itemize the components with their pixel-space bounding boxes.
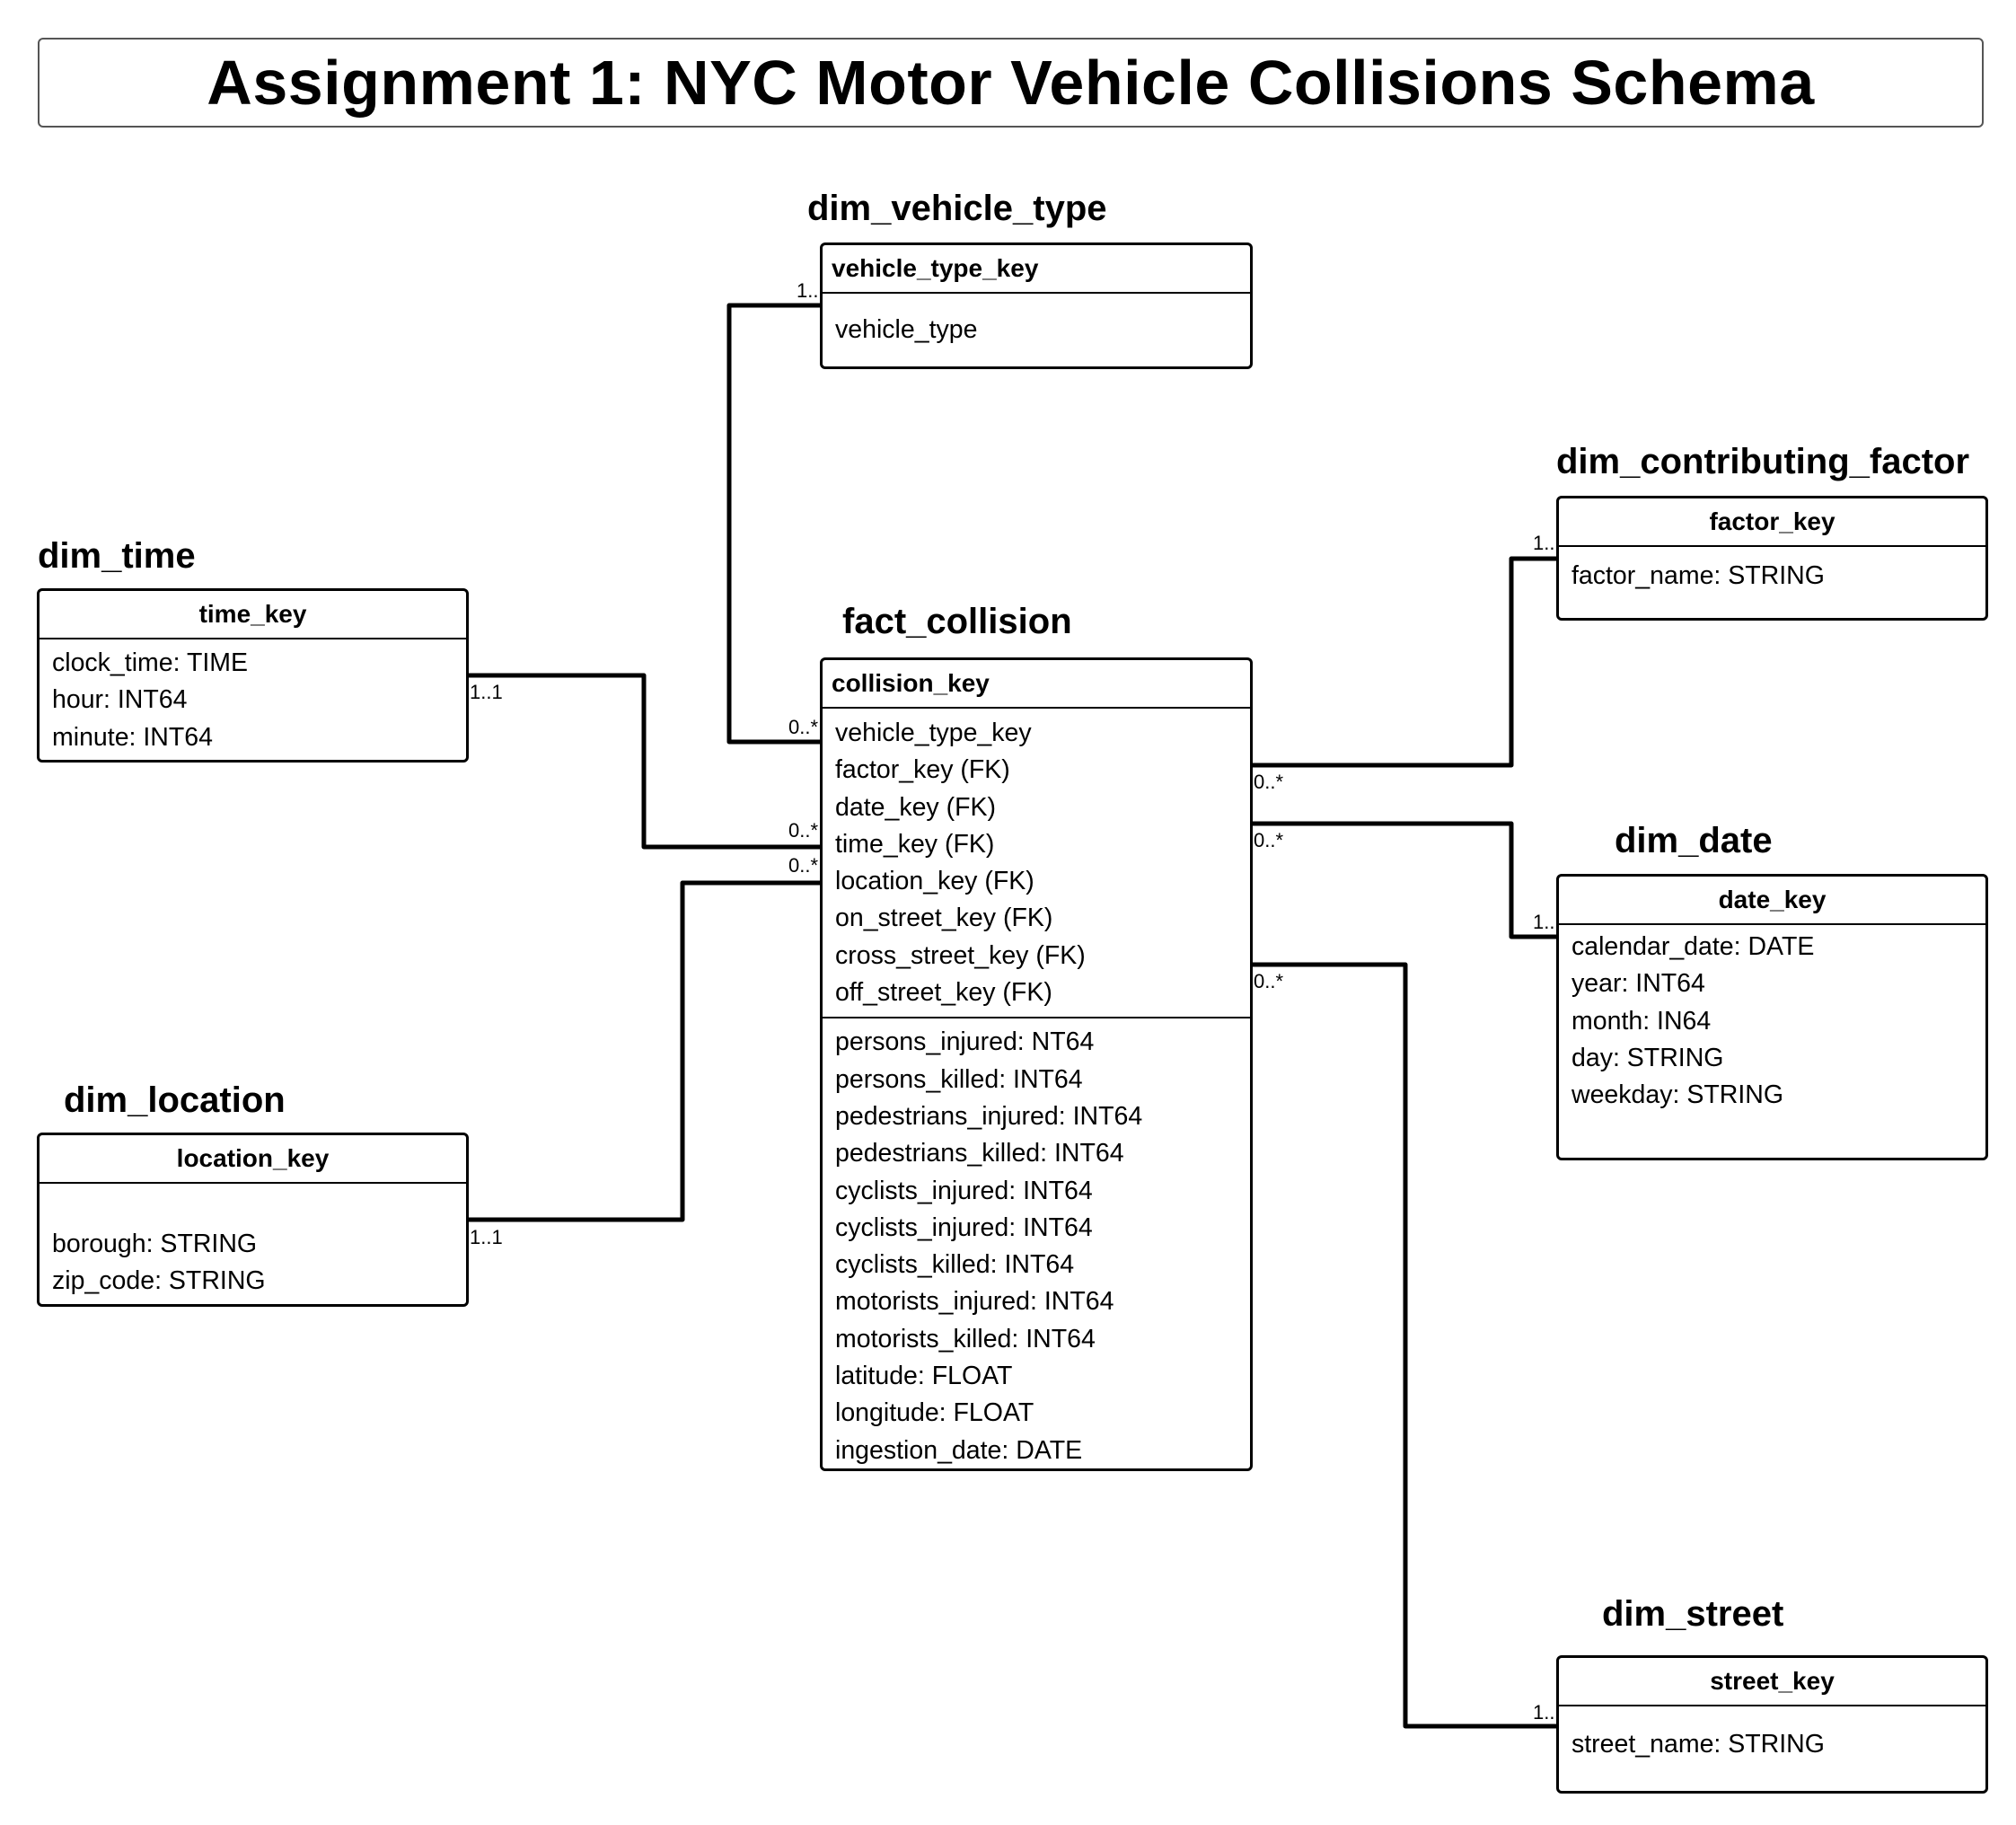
cardinality-location-one: 1..1 (470, 1226, 503, 1248)
connector-vehicle-type (726, 303, 822, 745)
entity-dim-contributing-factor[interactable]: factor_key factor_name: STRING (1556, 496, 1988, 621)
measure-row: cyclists_killed: INT64 (835, 1250, 1075, 1280)
entity-fact-collision[interactable]: collision_key vehicle_type_key factor_ke… (820, 657, 1253, 1471)
attribute-row: day: STRING (1571, 1043, 1724, 1072)
cardinality-time-many: 0..* (788, 819, 818, 842)
cardinality-date-many: 0..* (1254, 829, 1283, 851)
entity-dim-street[interactable]: street_key street_name: STRING (1556, 1655, 1988, 1794)
measure-row: motorists_injured: INT64 (835, 1287, 1114, 1317)
cardinality-factor-many: 0..* (1254, 771, 1283, 793)
primary-key: street_key (1559, 1658, 1985, 1706)
primary-key: vehicle_type_key (823, 245, 1250, 294)
attribute-row: street_name: STRING (1571, 1730, 1825, 1759)
entity-dim-vehicle-type[interactable]: vehicle_type_key vehicle_type (820, 242, 1253, 369)
primary-key: date_key (1559, 877, 1985, 925)
measure-row: longitude: FLOAT (835, 1398, 1034, 1428)
attribute-list: vehicle_type (823, 294, 1250, 348)
measure-row: cyclists_injured: INT64 (835, 1212, 1093, 1242)
attribute-row: year: INT64 (1571, 969, 1705, 999)
connector-time (467, 673, 822, 850)
entity-label-dim-contributing-factor: dim_contributing_factor (1556, 442, 1970, 481)
entity-label-dim-time: dim_time (38, 536, 196, 576)
foreign-key-row: vehicle_type_key (835, 719, 1032, 747)
entity-label-dim-location: dim_location (64, 1080, 286, 1120)
attribute-row: clock_time: TIME (52, 648, 249, 677)
attribute-list: calendar_date: DATE year: INT64 month: I… (1559, 925, 1985, 1114)
measure-row: pedestrians_injured: INT64 (835, 1101, 1143, 1131)
measure-list: persons_injured: NT64 persons_killed: IN… (823, 1017, 1250, 1469)
entity-dim-location[interactable]: location_key borough: STRING zip_code: S… (37, 1133, 469, 1307)
attribute-row: zip_code: STRING (52, 1266, 266, 1296)
cardinality-street-many: 0..* (1254, 970, 1283, 992)
entity-label-dim-date: dim_date (1615, 821, 1773, 860)
foreign-key-row: location_key (FK) (835, 867, 1034, 896)
diagram-title: Assignment 1: NYC Motor Vehicle Collisio… (207, 48, 1815, 118)
entity-label-fact-collision: fact_collision (842, 602, 1072, 641)
primary-key: location_key (40, 1135, 466, 1184)
attribute-list: street_name: STRING (1559, 1706, 1985, 1763)
cardinality-location-many: 0..* (788, 854, 818, 877)
measure-row: persons_injured: NT64 (835, 1027, 1095, 1057)
foreign-key-row: factor_key (FK) (835, 755, 1010, 785)
attribute-row: weekday: STRING (1571, 1080, 1783, 1110)
foreign-key-list: vehicle_type_key factor_key (FK) date_ke… (823, 709, 1250, 1011)
attribute-list: borough: STRING zip_code: STRING (40, 1184, 466, 1300)
measure-row: ingestion_date: DATE (835, 1435, 1083, 1465)
attribute-list: clock_time: TIME hour: INT64 minute: INT… (40, 639, 466, 756)
primary-key: time_key (40, 591, 466, 639)
diagram-title-box: Assignment 1: NYC Motor Vehicle Collisio… (38, 38, 1984, 128)
measure-row: pedestrians_killed: INT64 (835, 1139, 1124, 1168)
entity-dim-time[interactable]: time_key clock_time: TIME hour: INT64 mi… (37, 588, 469, 763)
foreign-key-row: cross_street_key (FK) (835, 940, 1086, 970)
foreign-key-row: off_street_key (FK) (835, 978, 1052, 1008)
entity-dim-date[interactable]: date_key calendar_date: DATE year: INT64… (1556, 874, 1988, 1160)
attribute-row: month: IN64 (1571, 1006, 1712, 1036)
foreign-key-row: date_key (FK) (835, 792, 996, 822)
connector-date (1251, 821, 1559, 939)
connector-street (1251, 962, 1559, 1729)
measure-row: latitude: FLOAT (835, 1362, 1013, 1391)
entity-label-dim-street: dim_street (1602, 1594, 1784, 1634)
measure-row: persons_killed: INT64 (835, 1064, 1083, 1094)
attribute-row: vehicle_type (835, 315, 978, 344)
connector-location (467, 880, 822, 1222)
measure-row: motorists_killed: INT64 (835, 1324, 1096, 1353)
connector-contributing-factor (1251, 556, 1559, 768)
foreign-key-row: on_street_key (FK) (835, 904, 1053, 933)
attribute-list: factor_name: STRING (1559, 547, 1985, 595)
entity-label-dim-vehicle-type: dim_vehicle_type (807, 189, 1107, 228)
attribute-row: minute: INT64 (52, 722, 213, 752)
attribute-row: borough: STRING (52, 1230, 258, 1258)
cardinality-vehicle-type-many: 0..* (788, 716, 818, 738)
primary-key: collision_key (823, 660, 1250, 709)
attribute-row: factor_name: STRING (1571, 561, 1825, 590)
attribute-row: hour: INT64 (52, 685, 188, 715)
attribute-row: calendar_date: DATE (1571, 932, 1815, 961)
measure-row: cyclists_injured: INT64 (835, 1176, 1093, 1205)
foreign-key-row: time_key (FK) (835, 829, 995, 859)
cardinality-time-one: 1..1 (470, 681, 503, 703)
primary-key: factor_key (1559, 498, 1985, 547)
